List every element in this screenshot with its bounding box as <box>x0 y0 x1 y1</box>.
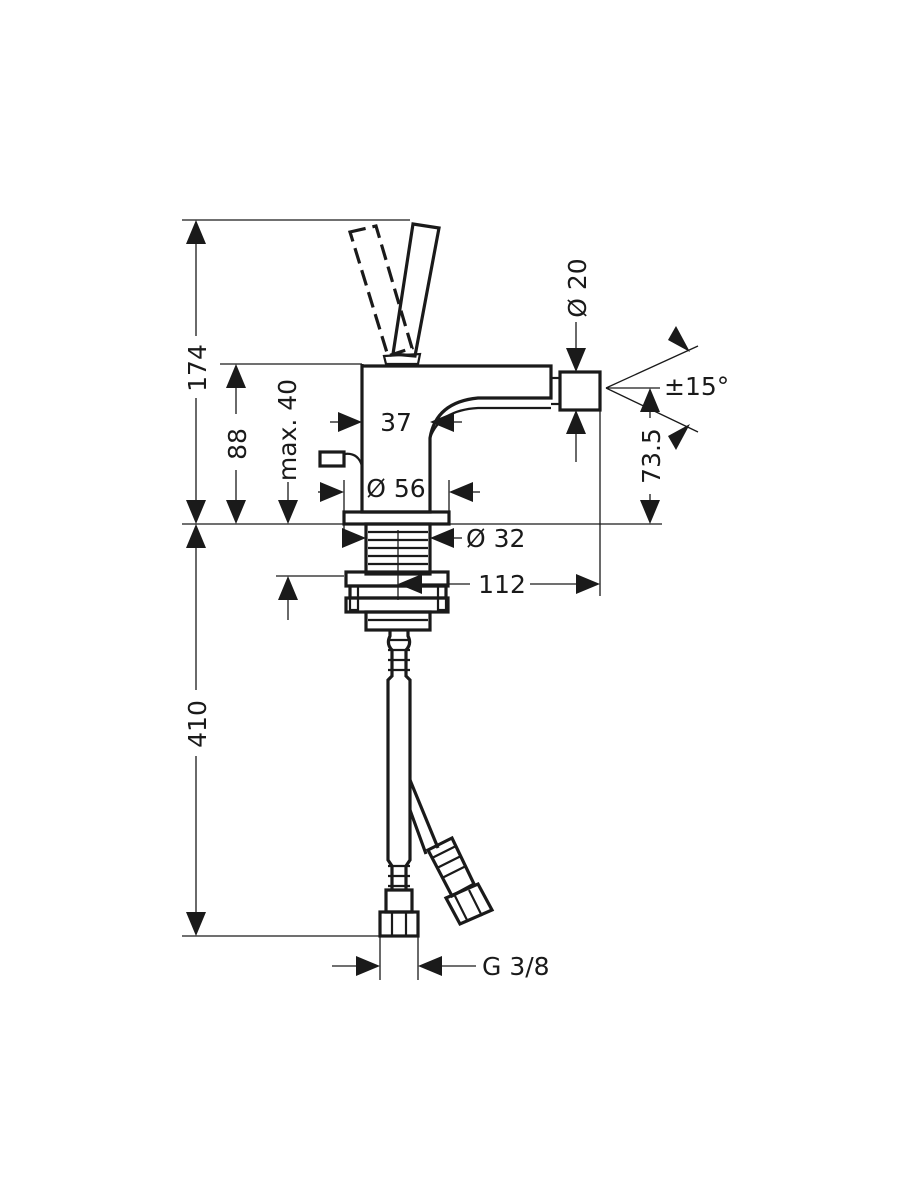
label-spout-offset: 37 <box>380 408 412 437</box>
mounting-assembly <box>342 510 451 632</box>
dimension-base-diameter: Ø 56 <box>318 474 480 540</box>
dimension-total-height: 174 <box>182 219 410 525</box>
label-total-height: 174 <box>183 344 212 392</box>
lever-handle <box>347 222 441 366</box>
supply-hoses <box>378 630 495 938</box>
label-projection: 112 <box>478 570 526 599</box>
label-outlet-diameter: Ø 20 <box>563 258 592 317</box>
dimension-spout-offset: 37 <box>330 408 462 437</box>
label-hose-length: 410 <box>183 700 212 748</box>
label-base-diameter: Ø 56 <box>366 474 425 503</box>
label-swivel-angle: ±15° <box>664 372 729 401</box>
label-max-thickness: max. 40 <box>273 379 302 481</box>
spout-outlet <box>551 370 602 412</box>
label-connection-thread: G 3/8 <box>482 952 550 981</box>
dimension-shank-diameter: Ø 32 <box>342 524 525 553</box>
dimension-max-thickness: max. 40 <box>273 379 344 620</box>
dimension-connection-thread: G 3/8 <box>332 936 550 981</box>
dimension-spout-height: 88 <box>220 363 362 524</box>
faucet-body <box>318 364 553 514</box>
label-spout-height: 88 <box>223 428 252 460</box>
dimension-outlet-diameter: Ø 20 <box>563 258 592 462</box>
label-shank-diameter: Ø 32 <box>466 524 525 553</box>
label-outlet-height: 73.5 <box>637 428 666 484</box>
dimension-outlet-height: 73.5 <box>449 388 666 525</box>
dimension-swivel-angle: ±15° <box>605 326 729 450</box>
dimension-hose-length: 410 <box>182 524 380 937</box>
dimension-projection: 112 <box>397 410 601 600</box>
